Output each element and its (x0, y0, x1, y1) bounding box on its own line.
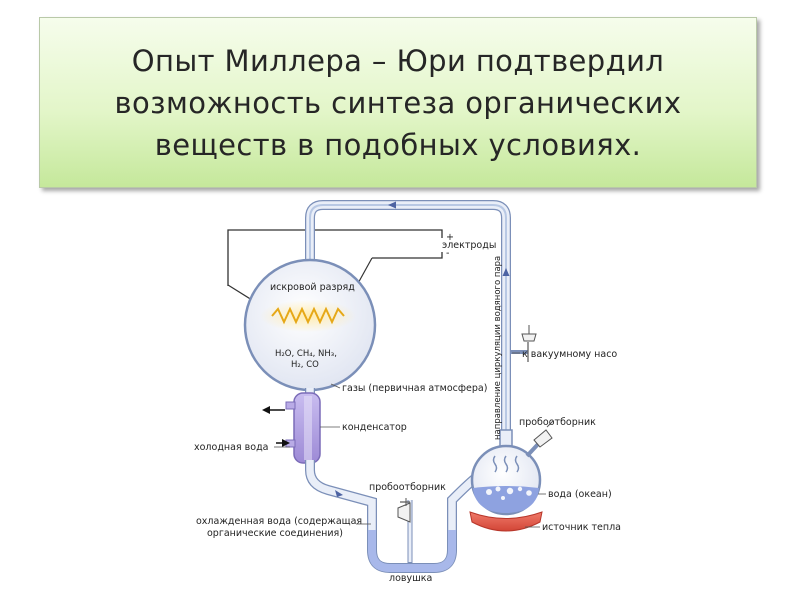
sampler-valve-right (525, 420, 554, 458)
title-line-1: Опыт Миллера – Юри подтвердил (131, 43, 665, 78)
title-line-2: возможность синтеза органических (114, 85, 682, 120)
spark-flask (243, 258, 377, 392)
label-ocean: вода (океан) (548, 489, 612, 500)
flow-arrow-top (388, 201, 396, 209)
flow-arrow-right (502, 268, 510, 276)
label-condenser: конденсатор (342, 422, 407, 433)
flow-arrow-lower (335, 490, 343, 497)
title-panel: Опыт Миллера – Юри подтвердил возможност… (39, 17, 757, 188)
label-cooled-water-2: органические соединения) (207, 528, 343, 539)
title-line-3: веществ в подобных условиях. (154, 127, 642, 162)
page-title: Опыт Миллера – Юри подтвердил возможност… (115, 40, 682, 166)
label-electrodes: электроды (442, 240, 496, 251)
label-circulation: направление циркуляции водяного пара (493, 256, 503, 440)
label-gases: газы (первичная атмосфера) (342, 383, 487, 394)
condenser (262, 388, 321, 464)
steam-icon (492, 455, 520, 473)
label-trap: ловушка (389, 573, 432, 584)
outflow-arrowhead (262, 406, 270, 414)
label-formula-2: H₂, CO (291, 360, 319, 370)
trap-water (368, 530, 456, 572)
ocean-water (473, 486, 539, 513)
spark-glow (260, 300, 356, 332)
inflow-arrowhead (282, 439, 290, 447)
label-cold-water: холодная вода (194, 442, 268, 453)
sampler-valve-bottom (397, 498, 411, 523)
vacuum-valve (511, 325, 537, 362)
leader-lines (274, 352, 546, 528)
label-spark: искровой разряд (270, 282, 355, 293)
label-cooled-water-1: охлажденная вода (содержащая (196, 516, 362, 527)
lower-tube (305, 460, 482, 573)
heater (469, 511, 543, 532)
label-sampler-right: пробоотборник (519, 417, 596, 428)
label-minus: - (446, 248, 449, 259)
label-plus: + (446, 232, 454, 243)
label-heat-source: источник тепла (542, 522, 621, 533)
spark-zigzag (271, 306, 345, 325)
label-sampler-bottom: пробоотборник (369, 482, 446, 493)
label-vacuum: к вакуумному насо (522, 349, 617, 360)
ocean-flask (469, 420, 554, 532)
label-formula-1: H₂O, CH₄, NH₃, (275, 349, 337, 359)
